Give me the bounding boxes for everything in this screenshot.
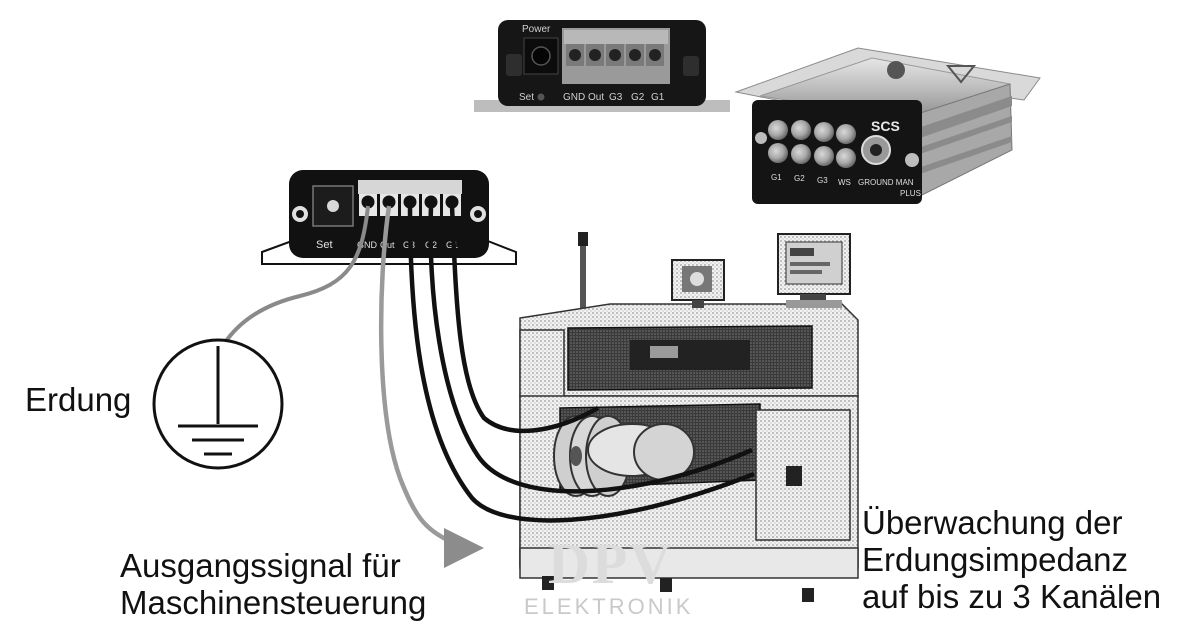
- top-terminal-block: [564, 30, 668, 66]
- led-channel-label-g2: G2: [794, 174, 805, 183]
- top-terminal-label-gnd: GND: [563, 92, 585, 103]
- watermark-logo: DPV: [548, 531, 674, 596]
- monitoring-label-line1: Überwachung der: [862, 504, 1123, 541]
- led-plus-label: PLUS: [900, 189, 921, 198]
- ground-man-jack: [861, 135, 891, 165]
- wires: [222, 205, 755, 568]
- top-module: Power Set GND Out G3 G2 G1: [474, 20, 730, 112]
- machine-monitor-small: [671, 259, 725, 308]
- watermark-subtitle: ELEKTRONIK: [524, 594, 694, 619]
- monitoring-label-line3: auf bis zu 3 Kanälen: [862, 577, 1162, 615]
- led-channel-label-g1: G1: [771, 173, 782, 182]
- ground-wire: [222, 205, 370, 346]
- top-terminal-label-g2: G2: [631, 92, 645, 103]
- output-arrow: [444, 528, 484, 568]
- led-channel-label-g3: G3: [817, 176, 828, 185]
- led-module: SCS G1 G2 G3 WS GROUND MAN PLUS: [734, 47, 1041, 204]
- lineart-terminal-block: [359, 194, 461, 216]
- led-brand: SCS: [871, 118, 900, 134]
- lineart-terminal-label-out: Out: [380, 240, 395, 250]
- top-terminal-label-g3: G3: [609, 92, 623, 103]
- output-signal-label-line2: Maschinensteuerung: [120, 583, 427, 621]
- lineart-set-label: Set: [316, 239, 333, 251]
- led-indicators: [768, 120, 856, 168]
- erdung-label: Erdung: [25, 381, 132, 418]
- lineart-terminal-label-gnd: GND: [357, 240, 378, 250]
- top-power-label: Power: [522, 24, 551, 35]
- monitoring-label-line2: Erdungsimpedanz: [862, 540, 1128, 578]
- led-channel-label-ws: WS: [838, 178, 851, 187]
- output-signal-label-line1: Ausgangssignal für: [120, 547, 401, 584]
- machine-monitor-large: [777, 233, 851, 308]
- channel-wire-g3: [407, 205, 755, 523]
- output-signal-wire: [378, 205, 453, 545]
- ground-symbol-icon: [152, 338, 284, 470]
- top-terminal-label-g1: G1: [651, 92, 665, 103]
- top-terminal-label-out: Out: [588, 92, 604, 103]
- channel-wire-g1: [449, 205, 600, 434]
- output-signal-label: Ausgangssignal für Maschinensteuerung: [120, 547, 427, 622]
- channel-wire-g2: [428, 205, 753, 494]
- monitoring-label: Überwachung der Erdungsimpedanz auf bis …: [862, 504, 1162, 616]
- placement-machine: [519, 232, 859, 602]
- led-ground-label: GROUND MAN: [858, 178, 914, 187]
- feeder-reels: [553, 415, 695, 497]
- top-set-label: Set: [519, 92, 534, 103]
